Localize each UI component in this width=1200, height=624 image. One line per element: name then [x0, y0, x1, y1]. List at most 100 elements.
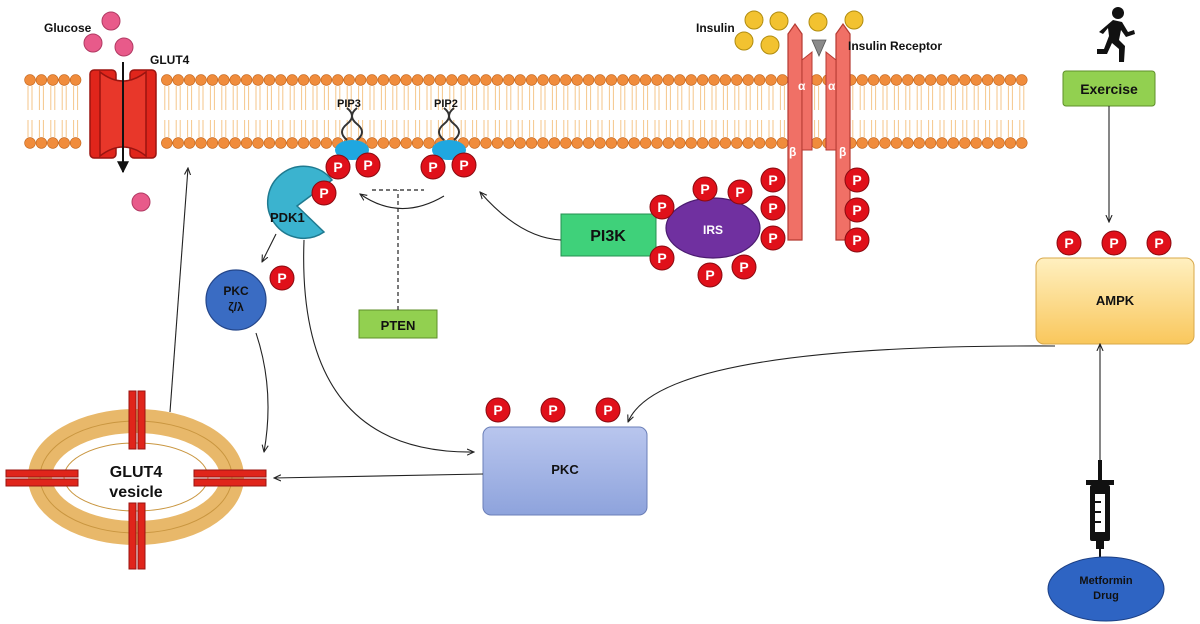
pten-inhibition-line: [372, 189, 424, 310]
phosphate-label: P: [657, 250, 666, 266]
running-person-icon: [1097, 7, 1135, 62]
glucose-molecule: [114, 37, 134, 57]
glut4-vesicle-label-line1: GLUT4: [110, 464, 163, 481]
metformin-label-line2: Drug: [1093, 590, 1119, 602]
cell-membrane: [24, 74, 1028, 149]
phosphate-group: P: [269, 265, 295, 291]
ampk-label: AMPK: [1096, 293, 1135, 308]
glucose-molecule: [101, 11, 121, 31]
phosphate-group: P: [325, 154, 351, 180]
insulin-receptor: [787, 22, 851, 241]
glucose-label: Glucose: [44, 21, 92, 35]
pip3-label: PIP3: [337, 98, 361, 110]
phosphate-label: P: [548, 402, 557, 418]
phosphate-label: P: [739, 259, 748, 275]
pkc-zeta-label-line2: ζ/λ: [228, 300, 244, 314]
phosphate-group: P: [760, 225, 786, 251]
pkc-label: PKC: [551, 462, 579, 477]
insulin-receptor-label: Insulin Receptor: [848, 39, 942, 53]
phosphate-label: P: [657, 199, 666, 215]
phosphate-group: P: [649, 194, 675, 220]
receptor-alpha-right: α: [828, 79, 836, 93]
phosphate-group: P: [1056, 230, 1082, 256]
receptor-beta-right: β: [839, 145, 846, 159]
receptor-alpha-left: α: [798, 79, 806, 93]
phosphate-group: P: [844, 197, 870, 223]
phosphate-group: P: [692, 176, 718, 202]
metformin-label-line1: Metformin: [1079, 575, 1132, 587]
phosphate-group: P: [451, 152, 477, 178]
arrow-ampk-to-pkc: [628, 345, 1056, 422]
metformin-drug: [1047, 556, 1165, 622]
phosphate-group: P: [760, 195, 786, 221]
phosphate-group: P: [697, 262, 723, 288]
arrow-pdk1-to-pkczeta: [262, 233, 277, 262]
phosphate-group: P: [727, 179, 753, 205]
phosphate-group: P: [731, 254, 757, 280]
glut4-vesicle: [5, 390, 267, 570]
pkc-box: [482, 426, 648, 516]
glucose-molecule: [83, 33, 103, 53]
glut4-vesicle-label-line2: vesicle: [109, 484, 162, 501]
pten-label: PTEN: [381, 318, 416, 333]
phosphate-label: P: [493, 402, 502, 418]
glut4-transporter: [89, 62, 157, 174]
arrow-pkczeta-to-vesicle: [255, 332, 268, 452]
phosphate-label: P: [768, 172, 777, 188]
phosphate-label: P: [852, 202, 861, 218]
pathway-arrows: [169, 106, 1109, 478]
phosphate-label: P: [700, 181, 709, 197]
phosphate-label: P: [333, 159, 342, 175]
pkc-zeta-label-line1: PKC: [223, 284, 249, 298]
phosphate-group: P: [1101, 230, 1127, 256]
insulin-molecules: [734, 10, 864, 55]
glucose-molecules: [83, 11, 151, 212]
arrow-pkc-to-vesicle: [274, 473, 484, 478]
phosphate-group: P: [540, 397, 566, 423]
phosphate-label: P: [1154, 235, 1163, 251]
phosphate-group: P: [760, 167, 786, 193]
phosphate-label: P: [363, 157, 372, 173]
phosphate-group: P: [844, 167, 870, 193]
arrow-pdk1-to-pkc: [303, 239, 474, 452]
phosphate-label: P: [1109, 235, 1118, 251]
phosphate-label: P: [319, 185, 328, 201]
pi3k-box: [560, 213, 657, 257]
exercise-label: Exercise: [1080, 81, 1138, 97]
phosphate-label: P: [277, 270, 286, 286]
phosphate-group: P: [355, 152, 381, 178]
phosphate-group: P: [485, 397, 511, 423]
pdk1-label: PDK1: [270, 210, 305, 225]
phosphate-label: P: [428, 159, 437, 175]
pkc-zeta-protein: [205, 269, 267, 331]
phosphate-label: P: [852, 172, 861, 188]
pi3k-label: PI3K: [590, 228, 626, 245]
syringe-icon: [1086, 460, 1114, 560]
phosphate-group: P: [649, 245, 675, 271]
arrow-vesicle-to-glut4: [169, 168, 188, 413]
pten-box: [358, 309, 438, 339]
phosphate-label: P: [459, 157, 468, 173]
phosphate-label: P: [603, 402, 612, 418]
ampk-box: [1035, 257, 1195, 345]
insulin-label: Insulin: [696, 21, 735, 35]
phosphate-group: P: [1146, 230, 1172, 256]
phosphate-label: P: [852, 232, 861, 248]
arrow-pi3k-to-pip2: [480, 192, 562, 241]
phosphate-group: P: [420, 154, 446, 180]
glucose-molecule: [131, 192, 151, 212]
arrow-pip2-to-pip3: [360, 194, 445, 210]
phosphate-group: P: [311, 180, 337, 206]
receptor-beta-left: β: [789, 145, 796, 159]
phosphate-label: P: [735, 184, 744, 200]
phosphate-group: P: [595, 397, 621, 423]
phosphate-label: P: [1064, 235, 1073, 251]
phosphate-label: P: [705, 267, 714, 283]
phosphate-label: P: [768, 230, 777, 246]
irs-label: IRS: [703, 223, 723, 237]
phosphate-label: P: [768, 200, 777, 216]
pip2-label: PIP2: [434, 98, 458, 110]
glut4-label: GLUT4: [150, 53, 190, 67]
